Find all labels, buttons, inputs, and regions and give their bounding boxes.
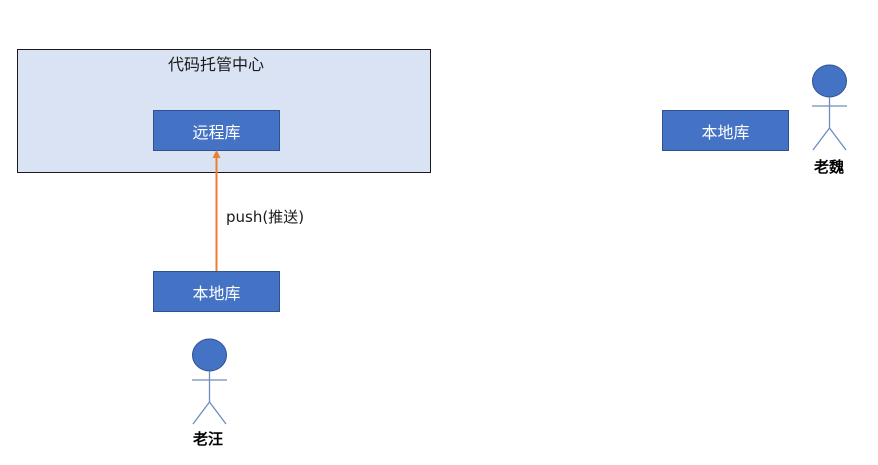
code-hosting-center-title: 代码托管中心 — [167, 55, 264, 74]
person-icon-wei — [812, 64, 847, 151]
local-repo-label-wei: 本地库 — [701, 122, 750, 142]
push-label: push(推送) — [226, 208, 305, 226]
remote-repo-node: 远程库 — [153, 110, 280, 151]
person-name-wei: 老魏 — [813, 158, 844, 176]
local-repo-label-wang: 本地库 — [192, 283, 241, 303]
remote-repo-label: 远程库 — [192, 122, 241, 142]
local-repo-node-wei: 本地库 — [662, 110, 789, 151]
local-repo-node-wang: 本地库 — [153, 271, 280, 312]
person-name-wang: 老汪 — [192, 430, 223, 448]
person-icon-wang — [192, 338, 227, 425]
